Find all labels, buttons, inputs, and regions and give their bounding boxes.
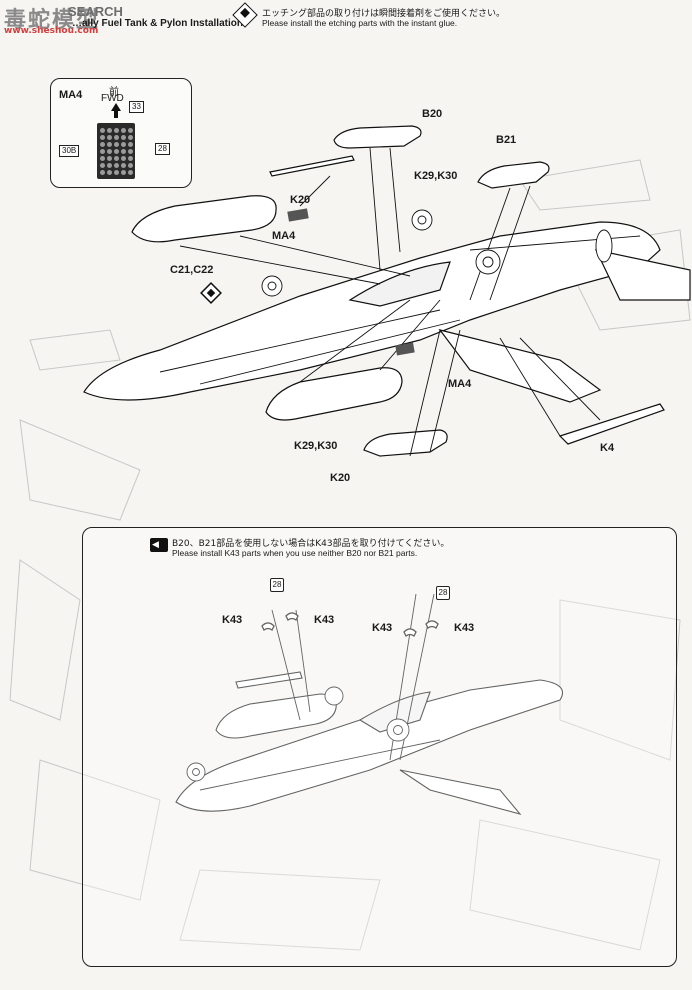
callout-k43-2: K43 [314,614,335,626]
callout-k43-1: K43 [222,614,243,626]
etch-plate [97,123,135,179]
notice-en: Please install K43 parts when you use ne… [172,548,418,558]
paint-ref-left: 30B [59,145,80,157]
callout-k20-low: K20 [330,472,351,484]
k43-inset-box [82,527,677,967]
callout-ma4-top: MA4 [272,230,296,242]
etching-note-en: Please install the etching parts with th… [262,18,458,28]
watermark-logo: 毒蛇模型 SEARCH www.sheshou.com [0,0,180,40]
callout-k43-4: K43 [454,622,475,634]
paint-ref-right: 28 [155,143,170,155]
callout-k4: K4 [600,442,615,454]
callout-k29-k30-top: K29,K30 [414,170,458,182]
watermark-search: SEARCH [68,4,123,19]
watermark-url: www.sheshou.com [4,26,99,36]
paint-ref-top: 33 [129,101,144,113]
callout-b20: B20 [422,108,443,120]
fwd-label-en: FWD [101,93,124,104]
callout-k20-top: K20 [290,194,311,206]
step-title: …ally Fuel Tank & Pylon Installation [72,18,243,29]
fwd-arrow-icon [111,103,121,111]
callout-k29-k30-low: K29,K30 [294,440,338,452]
fwd-arrow-stem [114,110,118,118]
paint-ref-inset-b: 28 [436,586,450,600]
ma4-label: MA4 [59,89,83,101]
callout-ma4-mid: MA4 [448,378,472,390]
paint-ref-inset-a: 28 [270,578,284,592]
callout-b21: B21 [496,134,517,146]
watermark-cn: 毒蛇模型 [4,8,101,33]
callout-c21-c22: C21,C22 [170,264,214,276]
ma4-detail-box: MA4 前 FWD 33 30B 28 [50,78,192,188]
callout-k43-3: K43 [372,622,393,634]
etching-note-jp: エッチング部品の取り付けは瞬間接着剤をご使用ください。 [262,9,506,19]
notice-jp: B20、B21部品を使用しない場合はK43部品を取り付けてください。 [172,539,450,549]
notice-icon [150,538,168,552]
fwd-label-jp: 前 [109,87,119,98]
